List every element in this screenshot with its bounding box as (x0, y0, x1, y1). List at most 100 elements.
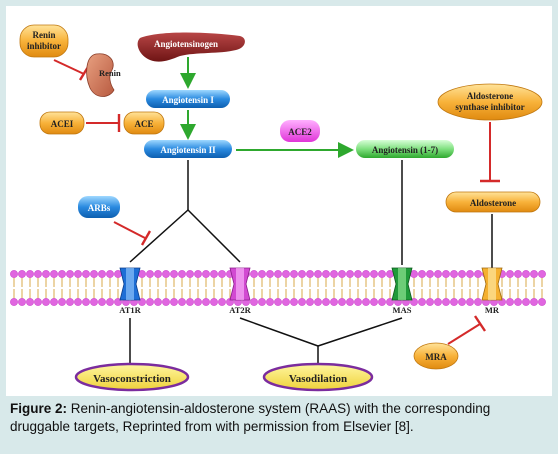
svg-text:Renin: Renin (32, 30, 55, 40)
vasodilation-effect: Vasodilation (262, 362, 374, 392)
membrane-bead (426, 298, 434, 306)
membrane-bead (290, 270, 298, 278)
svg-text:ACE2: ACE2 (288, 127, 312, 137)
membrane-bead (58, 270, 66, 278)
membrane-bead (162, 270, 170, 278)
membrane-bead (362, 270, 370, 278)
acei-node: ACEI (39, 111, 85, 135)
membrane-bead (74, 270, 82, 278)
angiotensin-i-node: Angiotensin I (146, 90, 230, 108)
ace-node: ACE (123, 111, 165, 135)
membrane-bead (98, 270, 106, 278)
svg-text:Angiotensinogen: Angiotensinogen (154, 39, 218, 49)
membrane-bead (466, 298, 474, 306)
membrane-bead (90, 270, 98, 278)
svg-text:ARBs: ARBs (88, 203, 111, 213)
membrane-bead (282, 270, 290, 278)
membrane-bead (10, 270, 18, 278)
membrane-bead (274, 270, 282, 278)
renin-label: Renin (99, 68, 121, 78)
svg-text:MR: MR (485, 305, 500, 315)
membrane-bead (26, 298, 34, 306)
caption-text: Renin-angiotensin-aldosterone system (RA… (10, 401, 491, 434)
at1r-inhibition-line (113, 221, 152, 246)
membrane-bead (178, 270, 186, 278)
svg-text:MRA: MRA (425, 352, 447, 362)
membrane-bead (218, 270, 226, 278)
membrane-bead (418, 298, 426, 306)
membrane-bead (306, 298, 314, 306)
membrane-bead (306, 270, 314, 278)
membrane-bead (370, 298, 378, 306)
membrane-bead (266, 270, 274, 278)
membrane-bead (474, 298, 482, 306)
membrane-bead (82, 270, 90, 278)
membrane-bead (106, 270, 114, 278)
membrane-bead (50, 270, 58, 278)
membrane-bead (186, 298, 194, 306)
ace2-node: ACE2 (280, 120, 320, 142)
membrane-bead (466, 270, 474, 278)
svg-text:Angiotensin II: Angiotensin II (160, 145, 216, 155)
membrane-bead (146, 270, 154, 278)
membrane-bead (250, 298, 258, 306)
membrane-bead (418, 270, 426, 278)
membrane-bead (146, 298, 154, 306)
membrane-bead (538, 298, 546, 306)
membrane-bead (314, 298, 322, 306)
membrane-bead (194, 270, 202, 278)
svg-text:Vasodilation: Vasodilation (289, 373, 347, 385)
membrane-bead (434, 270, 442, 278)
membrane-bead (202, 298, 210, 306)
membrane-bead (82, 298, 90, 306)
membrane-bead (338, 298, 346, 306)
membrane-bead (522, 270, 530, 278)
membrane-bead (458, 270, 466, 278)
membrane-bead (298, 298, 306, 306)
membrane-bead (354, 270, 362, 278)
membrane-bead (530, 298, 538, 306)
membrane-bead (258, 298, 266, 306)
membrane-bead (26, 270, 34, 278)
svg-text:inhibitor: inhibitor (27, 41, 61, 51)
kidney-icon: Renin (86, 53, 121, 97)
aldosterone-inhibition-line (480, 122, 500, 183)
membrane-bead (90, 298, 98, 306)
membrane-bead (378, 298, 386, 306)
membrane-bead (290, 298, 298, 306)
svg-text:ACE: ACE (134, 119, 153, 129)
membrane-bead (514, 270, 522, 278)
angiotensinogen-node: Angiotensinogen (137, 32, 245, 62)
membrane-bead (34, 298, 42, 306)
membrane-bead (538, 270, 546, 278)
svg-text:Angiotensin I: Angiotensin I (162, 95, 214, 105)
mra-node: MRA (413, 342, 459, 370)
membrane-bead (354, 298, 362, 306)
membrane-bead (370, 270, 378, 278)
svg-text:MAS: MAS (393, 305, 412, 315)
mr-inhibition-line (447, 315, 486, 345)
membrane-bead (330, 298, 338, 306)
mas-receptor: MAS (391, 267, 413, 315)
svg-text:Angiotensin (1-7): Angiotensin (1-7) (372, 145, 438, 155)
membrane-bead (506, 298, 514, 306)
membrane-bead (170, 270, 178, 278)
membrane-bead (266, 298, 274, 306)
membrane-bead (42, 270, 50, 278)
at1r-receptor: AT1R (119, 267, 142, 315)
svg-text:ACEI: ACEI (51, 119, 74, 129)
membrane-bead (426, 270, 434, 278)
angiotensin-1-7-node: Angiotensin (1-7) (356, 140, 454, 158)
membrane-bead (258, 270, 266, 278)
membrane-bead (322, 270, 330, 278)
membrane-bead (314, 270, 322, 278)
ace-inhibition-line (86, 114, 121, 132)
membrane-bead (58, 298, 66, 306)
svg-text:AT2R: AT2R (229, 305, 251, 315)
svg-text:AT1R: AT1R (119, 305, 141, 315)
membrane-bead (74, 298, 82, 306)
membrane-bead (18, 270, 26, 278)
arbs-node: ARBs (78, 196, 120, 218)
membrane-bead (66, 298, 74, 306)
membrane-bead (522, 298, 530, 306)
